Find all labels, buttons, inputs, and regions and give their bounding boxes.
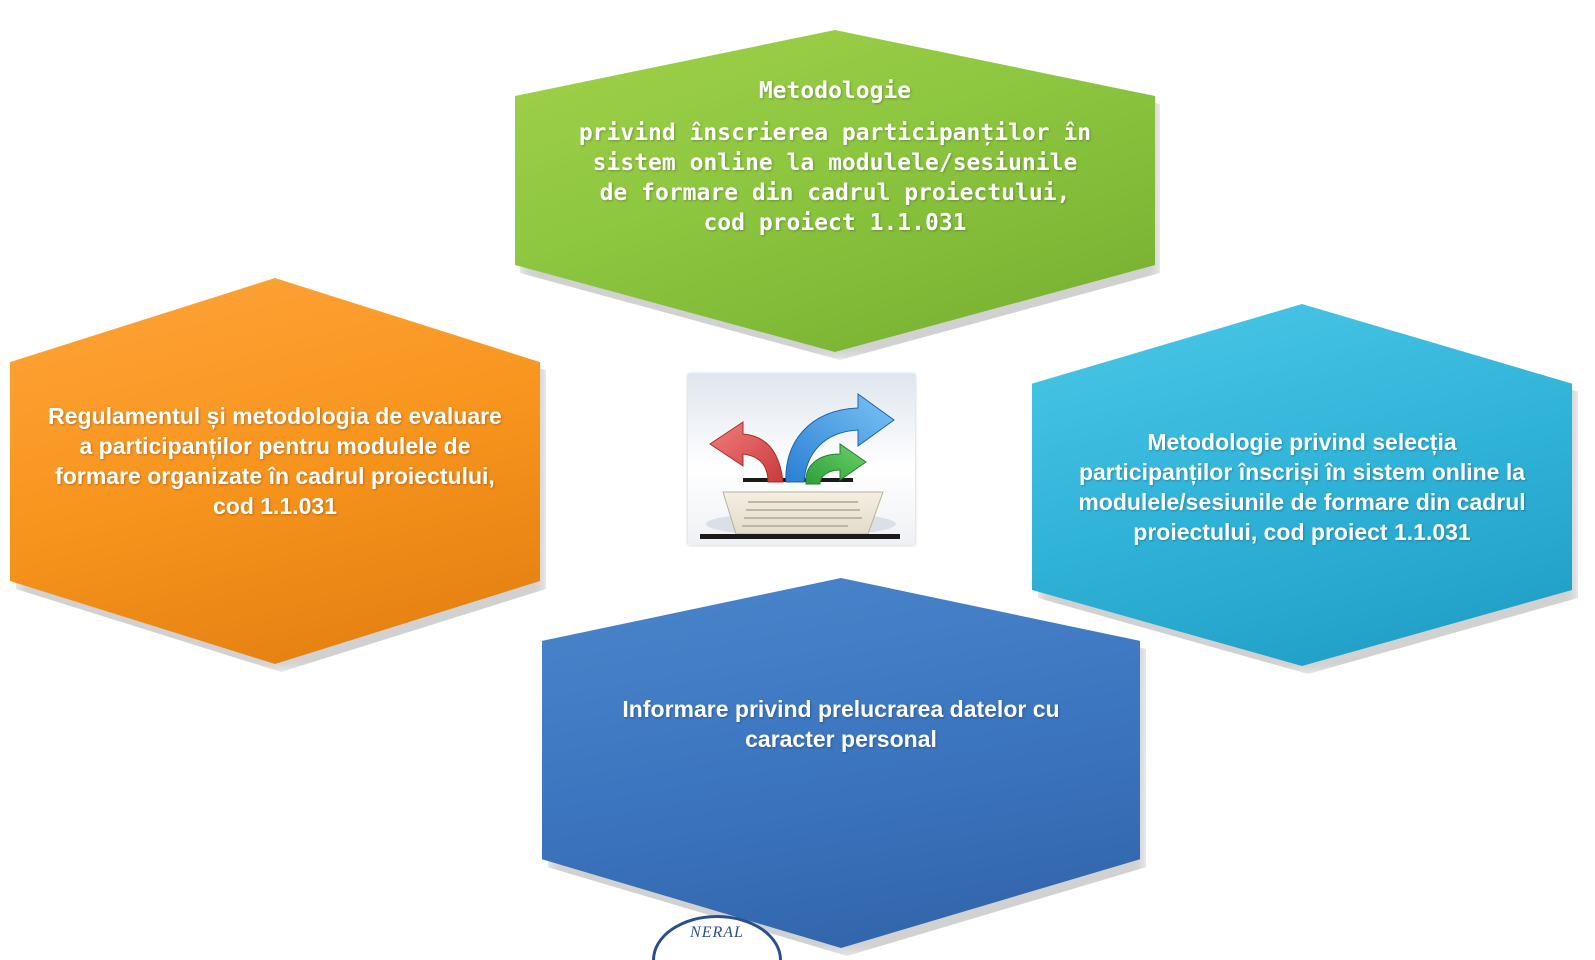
hex-right-label: Metodologie privind selecția participanț… bbox=[1078, 429, 1526, 545]
seal-text: NERAL bbox=[690, 924, 744, 941]
hex-methodology-selection[interactable]: Metodologie privind selecția participanț… bbox=[1032, 304, 1572, 666]
hex-methodology-enrollment[interactable]: Metodologie privind înscrierea participa… bbox=[515, 30, 1155, 352]
hex-top-title: Metodologie bbox=[758, 78, 912, 104]
hex-top-body: privind înscrierea participanților în si… bbox=[578, 120, 1092, 236]
document-arrows-icon bbox=[688, 374, 915, 545]
hex-left-label: Regulamentul și metodologia de evaluare … bbox=[48, 403, 502, 519]
hex-bottom-label: Informare privind prelucrarea datelor cu… bbox=[622, 696, 1060, 752]
hex-personal-data-info[interactable]: Informare privind prelucrarea datelor cu… bbox=[542, 578, 1140, 948]
hex-evaluation-regulation[interactable]: Regulamentul și metodologia de evaluare … bbox=[10, 278, 540, 664]
